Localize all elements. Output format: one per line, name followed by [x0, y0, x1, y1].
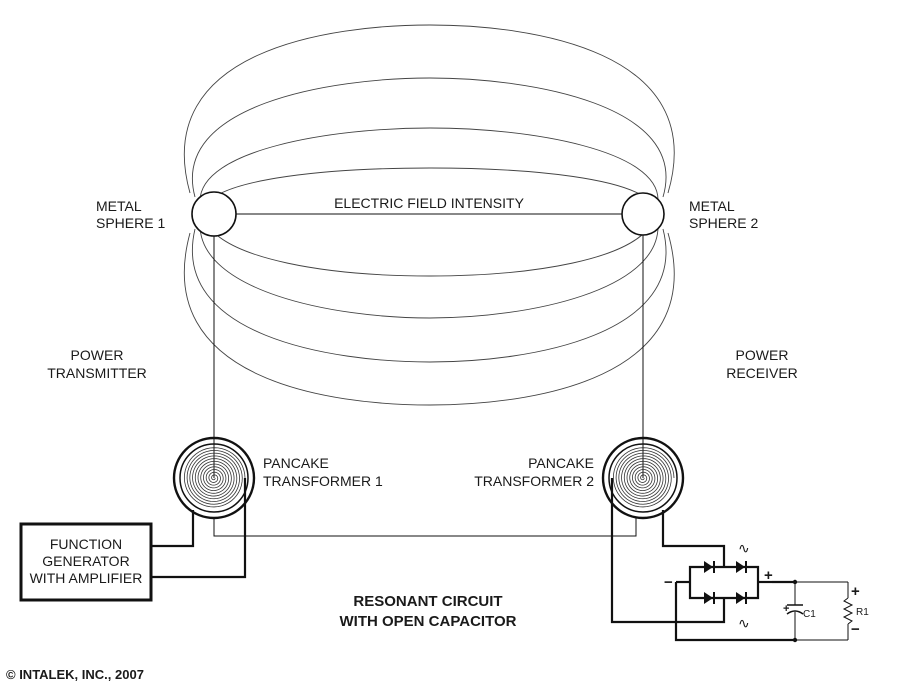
transformer1-label-line2: TRANSFORMER 1	[263, 473, 383, 489]
pancake-transformer-1	[172, 436, 256, 520]
diode-icon	[736, 592, 745, 604]
diagram-title-line2: WITH OPEN CAPACITOR	[340, 613, 517, 630]
sphere2-label-line1: METAL	[689, 198, 735, 214]
metal-sphere-2	[621, 192, 665, 236]
ac-input-top-icon: ∿	[738, 540, 750, 556]
diode-icon	[736, 561, 745, 573]
r1-minus-label: −	[851, 621, 860, 638]
diagram-title-line1: RESONANT CIRCUIT	[353, 593, 502, 610]
bridge-rectifier	[674, 561, 795, 642]
load-network	[786, 579, 854, 643]
bridge-minus-label: −	[664, 574, 673, 591]
copyright-notice: © INTALEK, INC., 2007	[6, 667, 144, 682]
field-intensity-label: ELECTRIC FIELD INTENSITY	[334, 195, 524, 211]
diode-icon	[704, 592, 713, 604]
ground-link-wire	[213, 518, 637, 537]
primary-wire-1b	[151, 478, 247, 579]
transformer2-label-line2: TRANSFORMER 2	[474, 473, 594, 489]
metal-sphere-1	[191, 191, 237, 237]
generator-label-line2: GENERATOR	[42, 553, 129, 569]
c1-plus-label: +	[783, 603, 789, 615]
sphere1-label-line2: SPHERE 1	[96, 215, 165, 231]
resistor-icon	[842, 597, 854, 625]
receiver-label-line2: RECEIVER	[726, 365, 798, 381]
bridge-plus-label: +	[764, 567, 773, 584]
r1-plus-label: +	[851, 583, 860, 600]
transmitter-label-line2: TRANSMITTER	[47, 365, 147, 381]
pancake-transformer-2	[601, 436, 685, 520]
c1-label: C1	[803, 609, 816, 620]
r1-label: R1	[856, 607, 869, 618]
ac-input-bottom-icon: ∿	[738, 615, 750, 631]
diode-icon	[704, 561, 713, 573]
secondary-wire-2a	[661, 510, 726, 567]
coil-spiral	[612, 447, 675, 508]
primary-wire-1a	[151, 510, 195, 548]
electric-field-lines	[183, 24, 675, 406]
secondary-wire-2b	[610, 478, 726, 624]
transmitter-label-line1: POWER	[71, 347, 124, 363]
coil-spiral	[183, 447, 246, 508]
transformer1-label-line1: PANCAKE	[263, 455, 329, 471]
transformer2-label-line1: PANCAKE	[528, 455, 594, 471]
function-generator-box	[19, 522, 153, 602]
generator-label-line1: FUNCTION	[50, 536, 122, 552]
receiver-label-line1: POWER	[736, 347, 789, 363]
generator-label-line3: WITH AMPLIFIER	[30, 570, 143, 586]
sphere2-label-line2: SPHERE 2	[689, 215, 758, 231]
sphere1-label-line1: METAL	[96, 198, 142, 214]
